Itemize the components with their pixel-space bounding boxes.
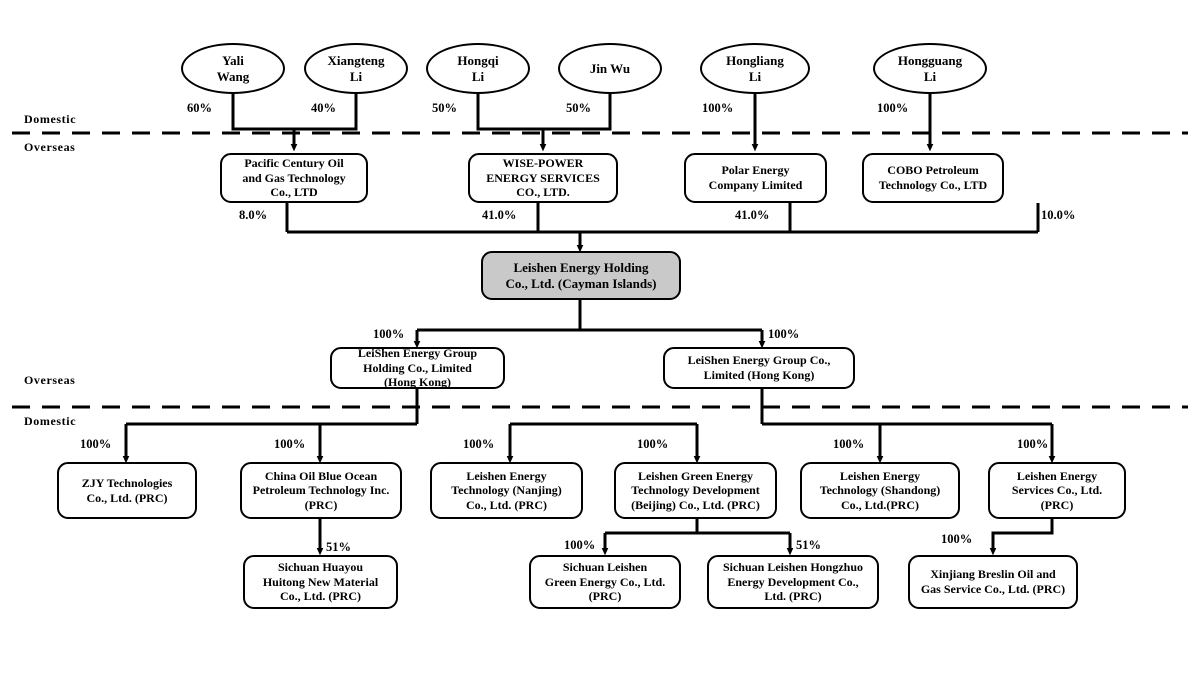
region-label-top-domestic: Domestic [24,112,77,126]
stake-label-hk-shandong: 100% [833,437,865,451]
stake-label-hk-zjy: 100% [80,437,112,451]
stake-label-cayman-hk-right: 100% [768,327,800,341]
stake-label-pacific-cayman: 8.0% [239,208,268,222]
stake-label-cayman-hk-left: 100% [373,327,405,341]
region-label-top-overseas: Overseas [24,140,76,154]
region-label-bottom-domestic: Domestic [24,414,77,428]
stake-label-hongqi-wise: 50% [432,101,457,115]
stake-label-hk-beijing: 100% [637,437,669,451]
stake-label-chinaoil-huayou: 51% [326,540,351,554]
stake-label-hk-nanjing: 100% [463,437,495,451]
stake-label-services-xinjiang: 100% [941,532,973,546]
entity-leishen-energy-group-hk[interactable]: LeiShen Energy Group Co.,Limited (Hong K… [663,347,855,389]
stake-label-beijing-scgreen: 100% [564,538,596,552]
region-label-bottom-overseas: Overseas [24,373,76,387]
stake-label-wise-cayman: 41.0% [482,208,517,222]
stake-label-jinwu-wise: 50% [566,101,591,115]
stake-label-polar-cayman: 41.0% [735,208,770,222]
stake-label-hk-services: 100% [1017,437,1049,451]
stake-label-hongliang-polar: 100% [702,101,734,115]
stake-label-xiangteng-pacific: 40% [311,101,336,115]
stake-label-cobo-cayman: 10.0% [1041,208,1076,222]
stake-label-hk-chinaoil: 100% [274,437,306,451]
shareholder-label: Jin Wu [589,60,631,76]
entity-label: LeiShen Energy Group Co.,Limited (Hong K… [687,353,831,382]
stake-label-yali-pacific: 60% [187,101,212,115]
stake-label-beijing-hongzhuo: 51% [796,538,821,552]
shareholder-jin-wu[interactable]: Jin Wu [558,43,662,94]
stake-label-hongguang-cobo: 100% [877,101,909,115]
